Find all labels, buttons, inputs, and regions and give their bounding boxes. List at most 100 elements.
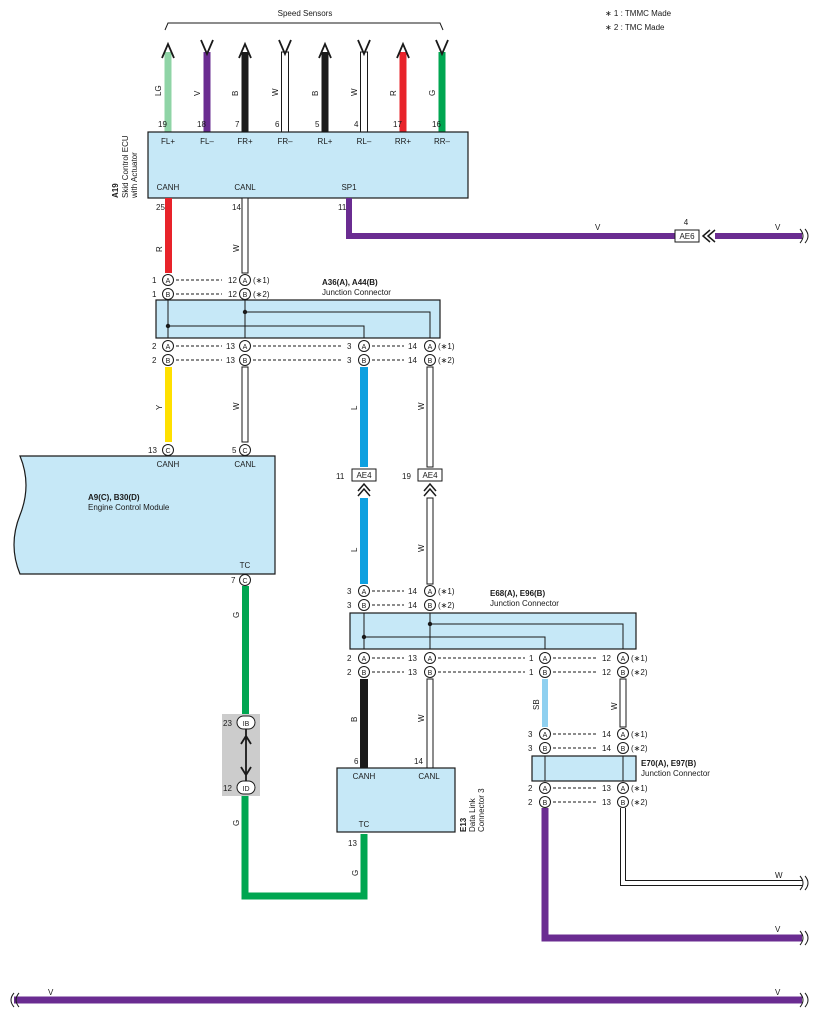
sensor-wire-2: B xyxy=(231,41,252,132)
svg-text:B: B xyxy=(362,603,367,610)
svg-text:2: 2 xyxy=(347,654,352,663)
note-1: ∗ 1 : TMMC Made xyxy=(605,9,672,18)
svg-text:B: B xyxy=(362,358,367,365)
sensor-wire-0: LG xyxy=(154,41,175,132)
ae4-left-label: AE4 xyxy=(356,471,372,480)
svg-text:1: 1 xyxy=(152,276,157,285)
svg-text:A: A xyxy=(543,786,548,793)
ecm-tc-pin: 7 C xyxy=(231,574,251,586)
sensor-pin-6: 17 xyxy=(393,120,402,129)
svg-text:B: B xyxy=(243,292,248,299)
sensor-label-6: RR+ xyxy=(395,137,412,146)
wire-w-out-inner xyxy=(621,808,802,885)
ae4-left-connector xyxy=(351,468,377,482)
jc2-internal-canh xyxy=(363,613,546,649)
svg-text:A: A xyxy=(428,344,433,351)
jc3-title: E70(A), E97(B) xyxy=(641,759,696,768)
svg-text:B: B xyxy=(428,603,433,610)
svg-text:A: A xyxy=(362,589,367,596)
svg-text:A: A xyxy=(166,278,171,285)
e13-canh-pin: 6 xyxy=(354,757,359,766)
e13-tc-wire-label: G xyxy=(351,870,360,876)
svg-text:(∗2): (∗2) xyxy=(631,668,648,677)
jc3-top-row-1: 3 A 14 A (∗1) xyxy=(528,728,648,740)
svg-text:3: 3 xyxy=(528,730,533,739)
wire-v-out-label: V xyxy=(775,925,781,934)
svg-text:A: A xyxy=(243,278,248,285)
svg-text:B: B xyxy=(543,800,548,807)
ae4-right-connector xyxy=(417,468,443,482)
svg-text:A: A xyxy=(621,656,626,663)
svg-text:B: B xyxy=(543,670,548,677)
svg-text:1: 1 xyxy=(152,290,157,299)
svg-text:A: A xyxy=(543,732,548,739)
svg-text:13: 13 xyxy=(148,446,157,455)
speed-sensors-bracket xyxy=(164,22,444,31)
svg-text:B: B xyxy=(166,292,171,299)
svg-text:A: A xyxy=(166,344,171,351)
wire-b-label: B xyxy=(350,717,359,722)
wire-w-ecm-label: W xyxy=(232,402,241,410)
sensor-pin-1: 18 xyxy=(197,120,206,129)
wire-break-ae6-icon xyxy=(799,228,809,244)
sensor-label-5: RL– xyxy=(357,137,372,146)
wire-sb-jc3 xyxy=(542,679,548,727)
svg-text:(∗2): (∗2) xyxy=(253,290,270,299)
ecm-canh-label: CANH xyxy=(157,460,180,469)
jc2-node-canh xyxy=(361,634,367,640)
svg-text:A: A xyxy=(362,344,367,351)
sensor-wire-color-5: W xyxy=(350,88,359,96)
svg-text:3: 3 xyxy=(347,601,352,610)
sensor-label-7: RR– xyxy=(434,137,451,146)
svg-text:14: 14 xyxy=(408,601,417,610)
sensor-label-2: FR+ xyxy=(237,137,253,146)
svg-text:7: 7 xyxy=(231,576,236,585)
svg-text:C: C xyxy=(242,578,247,585)
wire-g-ecm-tc xyxy=(242,586,249,714)
ae4-left-chevron-icon xyxy=(357,482,371,497)
svg-text:(∗1): (∗1) xyxy=(631,654,648,663)
sensor-pin-7: 16 xyxy=(432,120,441,129)
e13-canh-label: CANH xyxy=(353,772,376,781)
svg-text:(∗2): (∗2) xyxy=(631,798,648,807)
svg-text:B: B xyxy=(621,800,626,807)
wire-w-canl-label: W xyxy=(232,244,241,252)
svg-text:12: 12 xyxy=(228,290,237,299)
sensor-wire-1: V xyxy=(193,39,214,132)
sensor-wire-color-0: LG xyxy=(154,85,163,96)
e13-canl-pin: 14 xyxy=(414,757,423,766)
svg-text:3: 3 xyxy=(347,356,352,365)
sensor-wire-6: R xyxy=(389,41,410,132)
ae4-right-pin: 19 xyxy=(402,472,411,481)
sensor-label-0: FL+ xyxy=(161,137,175,146)
svg-text:1: 1 xyxy=(529,654,534,663)
svg-text:B: B xyxy=(428,670,433,677)
wire-l-label: L xyxy=(350,405,359,410)
sensor-label-3: FR– xyxy=(277,137,293,146)
sensor-wire-color-3: W xyxy=(271,88,280,96)
svg-text:(∗2): (∗2) xyxy=(438,601,455,610)
wire-y-label: Y xyxy=(155,404,164,410)
jc3-top-row-2: 3 B 14 B (∗2) xyxy=(528,742,648,754)
e13-title-line1: Data Link xyxy=(468,797,477,832)
jc1-subtitle: Junction Connector xyxy=(322,288,391,297)
jc2-title: E68(A), E96(B) xyxy=(490,589,545,598)
svg-text:(∗1): (∗1) xyxy=(253,276,270,285)
sensor-wire-3: W xyxy=(271,39,292,133)
wire-v-out xyxy=(541,808,802,942)
e13-tc-pin: 13 xyxy=(348,839,357,848)
wire-v-sp1-label: V xyxy=(595,223,601,232)
jc2-top-row-2: 3 B 14 B (∗2) xyxy=(347,599,455,611)
jc2-node-canl xyxy=(427,621,433,627)
sensor-wire-color-7: G xyxy=(428,90,437,96)
skid-control-ecu-box xyxy=(147,131,469,199)
a19-title-line1: Skid Control ECU xyxy=(121,135,130,198)
wire-y-ecm-canh xyxy=(165,367,172,442)
bottom-bus-right-label: V xyxy=(775,988,781,997)
wire-sb-label: SB xyxy=(532,699,541,710)
svg-text:14: 14 xyxy=(408,342,417,351)
svg-text:C: C xyxy=(242,448,247,455)
sensor-pin-2: 7 xyxy=(235,120,240,129)
sensor-pin-5: 4 xyxy=(354,120,359,129)
